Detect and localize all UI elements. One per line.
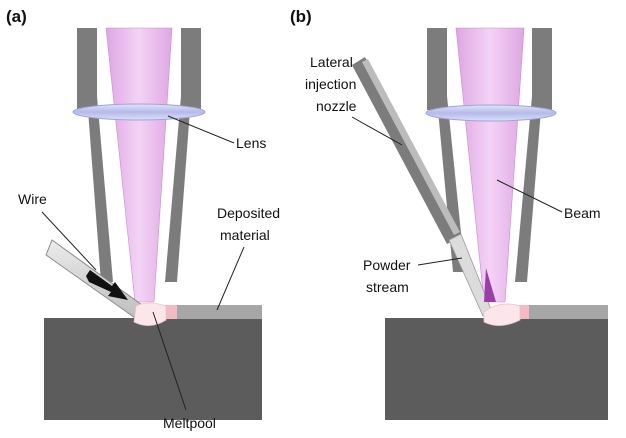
powder-label-line1: Powder	[363, 257, 411, 273]
meltpool-leader	[152, 311, 187, 411]
substrate-b	[385, 318, 608, 420]
beam-leader	[496, 179, 563, 213]
deposited-label-line1: Deposited	[217, 205, 280, 221]
powder-label-line2: stream	[366, 279, 409, 295]
powder-focus	[484, 268, 496, 302]
deposited-material-b	[527, 305, 608, 319]
nozzle-label-line2: injection	[305, 76, 356, 92]
lens-a	[72, 103, 206, 121]
lens-label: Lens	[236, 135, 266, 151]
deposited-label-line2: material	[220, 227, 270, 243]
nozzle-left-wall-a	[77, 28, 113, 282]
deposit-hot-zone-b	[519, 305, 529, 319]
nozzle-right-wall-b	[515, 28, 552, 282]
panel-a: (a) Lens Wire Deposited material Meltpoo…	[6, 7, 280, 431]
lateral-nozzle-inner	[362, 59, 460, 235]
panel-b-label: (b)	[290, 7, 312, 26]
panel-a-label: (a)	[6, 7, 27, 26]
wire-leader	[41, 211, 97, 271]
nozzle-label-line3: nozzle	[316, 98, 357, 114]
lens-b	[425, 104, 557, 122]
meltpool-b	[483, 303, 521, 326]
nozzle-right-wall-a	[165, 28, 201, 282]
laser-beam-b	[455, 27, 525, 303]
wire-label: Wire	[18, 191, 47, 207]
nozzle-leader	[351, 116, 403, 146]
deposited-leader	[216, 246, 245, 311]
deposit-hot-zone	[165, 305, 177, 319]
lens-leader	[167, 115, 235, 144]
beam-label: Beam	[564, 205, 601, 221]
powder-leader	[417, 257, 463, 266]
meltpool-label: Meltpool	[163, 415, 216, 431]
nozzle-label-line1: Lateral	[310, 54, 353, 70]
deposited-material	[175, 305, 262, 319]
laser-beam-a	[105, 27, 173, 303]
substrate-a	[44, 318, 262, 420]
panel-b: (b) Lateral injection nozzle Beam Powder…	[290, 7, 608, 420]
nozzle-left-wall-b	[427, 28, 465, 272]
meltpool-a	[133, 302, 167, 326]
feed-arrow-icon	[86, 270, 128, 300]
